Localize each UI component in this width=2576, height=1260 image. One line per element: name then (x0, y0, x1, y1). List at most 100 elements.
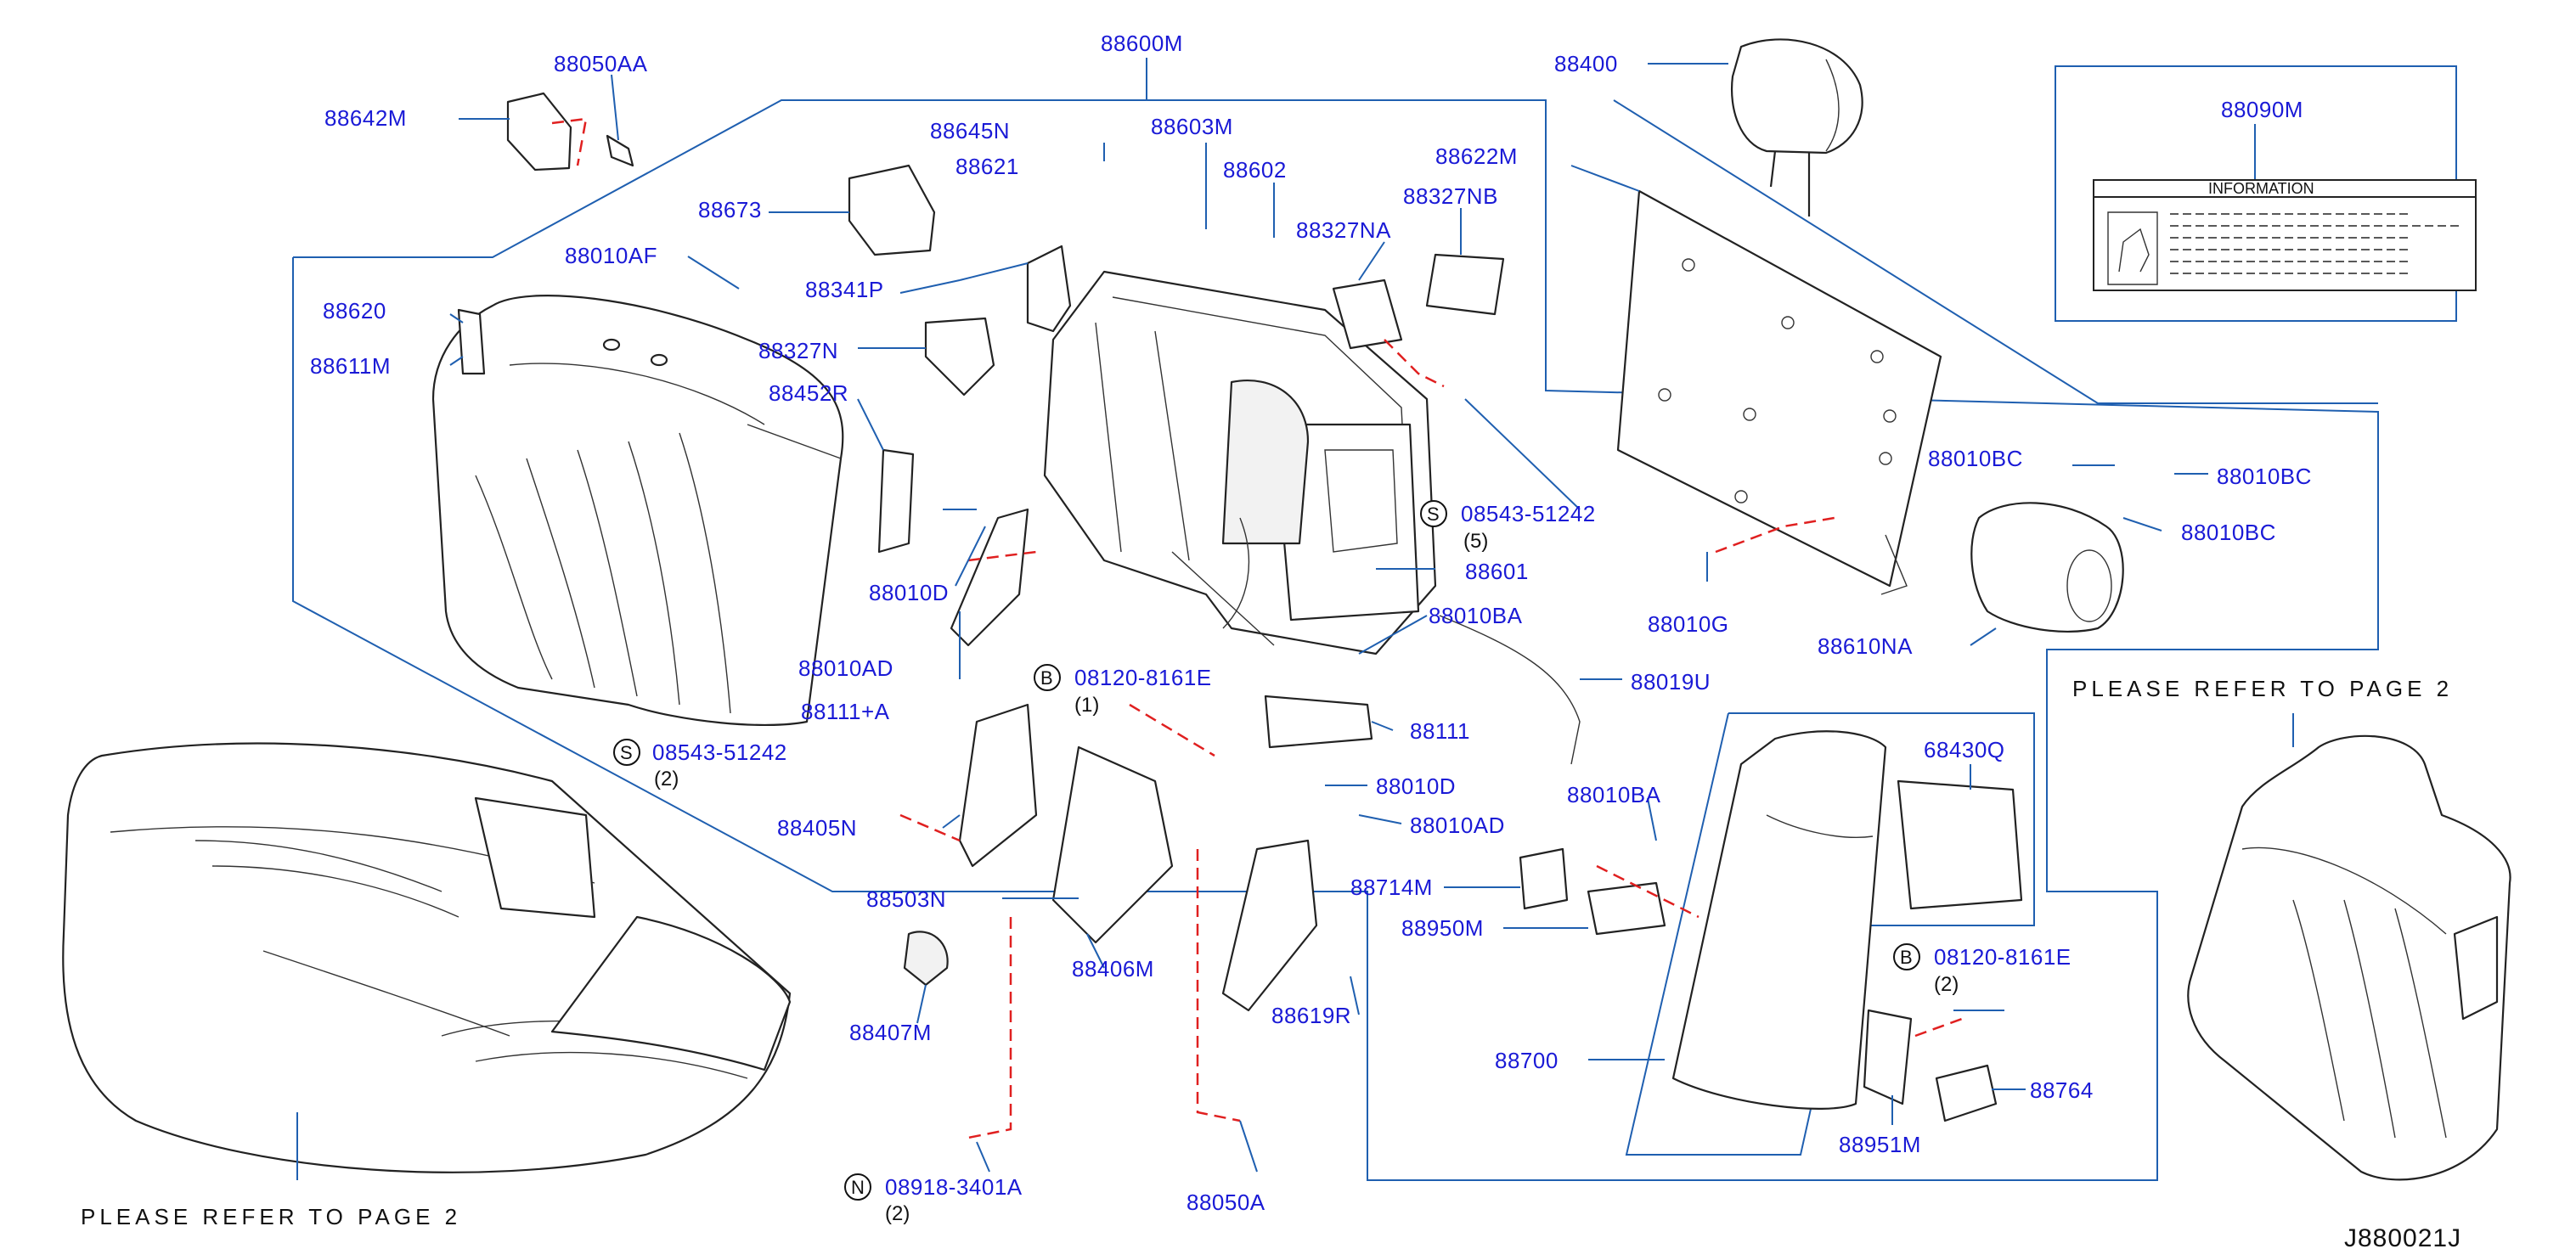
label-88010D: 88010D (869, 580, 949, 605)
leader-lines (296, 58, 2294, 1180)
svg-text:N: N (851, 1177, 865, 1198)
label-88010AD-b: 88010AD (1410, 813, 1505, 838)
headrest-drawing (1731, 38, 1863, 217)
svg-text:(2): (2) (885, 1202, 910, 1225)
label-88405N: 88405N (777, 815, 857, 841)
svg-text:(2): (2) (1934, 973, 1959, 996)
seat-back-trim-drawing (431, 295, 844, 727)
striker-88111 (1264, 695, 1373, 749)
label-88327NA: 88327NA (1296, 217, 1391, 243)
label-88010BC-a: 88010BC (1928, 446, 2023, 471)
svg-text:08918-3401A: 08918-3401A (885, 1174, 1023, 1200)
label-88611M: 88611M (310, 353, 391, 379)
label-88645N: 88645N (930, 118, 1010, 143)
frame-68430Q (1897, 779, 2023, 910)
label-88010G: 88010G (1648, 611, 1729, 637)
label-88010AF: 88010AF (565, 243, 657, 268)
armrest-drawing (1970, 502, 2124, 633)
label-88600M: 88600M (1101, 31, 1183, 56)
label-88050A: 88050A (1187, 1190, 1265, 1215)
label-88327N: 88327N (758, 338, 838, 363)
cover-88714M (1519, 847, 1569, 910)
back-board-drawing (1616, 189, 1942, 595)
diagram-code: J880021J (2344, 1224, 2461, 1252)
label-88622M: 88622M (1435, 143, 1518, 169)
label-88010AD: 88010AD (798, 655, 893, 681)
svg-text:(5): (5) (1463, 530, 1488, 553)
label-88700: 88700 (1495, 1048, 1559, 1073)
page-reference-left: PLEASE REFER TO PAGE 2 (81, 1204, 461, 1229)
label-88090M: 88090M (2221, 97, 2303, 122)
label-88010BA-b: 88010BA (1567, 782, 1661, 807)
label-88602: 88602 (1223, 157, 1287, 183)
finisher-88406M (1221, 839, 1318, 1012)
seatback-pad-drawing (1671, 730, 1887, 1110)
latch-88341P (1026, 245, 1072, 333)
svg-text:B: B (1040, 667, 1053, 689)
bracket-88950M (1587, 881, 1666, 936)
cover-88327NA (1332, 278, 1403, 350)
page-reference-right: PLEASE REFER TO PAGE 2 (2072, 676, 2453, 701)
label-88673: 88673 (698, 197, 762, 222)
label-88010BC-b: 88010BC (2217, 464, 2312, 489)
svg-text:S: S (620, 742, 633, 763)
label-88452R: 88452R (769, 380, 848, 406)
label-88407M: 88407M (849, 1020, 932, 1045)
label-88111A: 88111+A (801, 699, 890, 724)
cover-88405N (958, 703, 1038, 868)
label-68430Q: 68430Q (1924, 737, 2005, 762)
fastener-s1: S 08543-51242 (5) (1420, 500, 1596, 553)
bracket-88111A (950, 508, 1029, 647)
hinge-88642M (506, 92, 572, 172)
label-88010D-b: 88010D (1376, 773, 1456, 799)
fastener-n1: N 08918-3401A (2) (844, 1173, 1023, 1225)
seat-frame-drawing (1043, 270, 1437, 655)
headrest-boundary (1613, 99, 2378, 404)
svg-text:08120-8161E: 08120-8161E (1074, 665, 1212, 690)
trim-88673 (848, 164, 936, 256)
hinge-88951M (1863, 1009, 1913, 1105)
label-88050AA: 88050AA (554, 51, 648, 76)
label-88619R: 88619R (1271, 1003, 1351, 1028)
label-88620: 88620 (323, 298, 386, 323)
knob-88407M (903, 931, 949, 987)
label-88714M: 88714M (1350, 875, 1433, 900)
rear-seat-right-drawing (2187, 734, 2511, 1181)
label-88601: 88601 (1465, 559, 1529, 584)
svg-text:08543-51242: 08543-51242 (1461, 501, 1596, 526)
fastener-s2: S 08543-51242 (2) (613, 739, 787, 790)
svg-text:08120-8161E: 08120-8161E (1934, 944, 2072, 970)
svg-text:(2): (2) (654, 768, 679, 790)
recliner-88503N (1051, 745, 1174, 944)
label-88503N: 88503N (866, 886, 946, 912)
label-88950M: 88950M (1401, 915, 1484, 941)
information-label-drawing: INFORMATION (2093, 179, 2477, 291)
cover-88327N (924, 317, 995, 397)
label-88010BC-c: 88010BC (2181, 520, 2276, 545)
bolt-88050AA (606, 134, 634, 167)
label-88621: 88621 (955, 154, 1019, 179)
information-title: INFORMATION (2208, 180, 2314, 197)
label-88111: 88111 (1410, 718, 1470, 744)
cable-88019U (1439, 615, 1581, 765)
cap-88764 (1935, 1064, 1998, 1122)
label-88603M: 88603M (1151, 114, 1233, 139)
svg-text:08543-51242: 08543-51242 (652, 740, 787, 765)
label-88610NA: 88610NA (1818, 633, 1913, 659)
cover-88327NB (1425, 253, 1505, 316)
svg-text:B: B (1900, 947, 1913, 968)
label-88764: 88764 (2030, 1077, 2094, 1103)
label-88019U: 88019U (1631, 669, 1711, 695)
label-88406M: 88406M (1072, 956, 1154, 982)
seat-cushion-drawing (62, 742, 792, 1173)
fastener-b1: B 08120-8161E (1) (1034, 664, 1212, 717)
svg-text:S: S (1427, 503, 1440, 525)
bezel-88452R (877, 448, 915, 554)
label-88951M: 88951M (1839, 1132, 1921, 1157)
fastener-b2: B 08120-8161E (2) (1893, 943, 2072, 996)
label-88010BA-a: 88010BA (1429, 603, 1523, 628)
label-88341P: 88341P (805, 277, 884, 302)
svg-text:(1): (1) (1074, 694, 1099, 717)
assembly-lines (551, 117, 1963, 1139)
